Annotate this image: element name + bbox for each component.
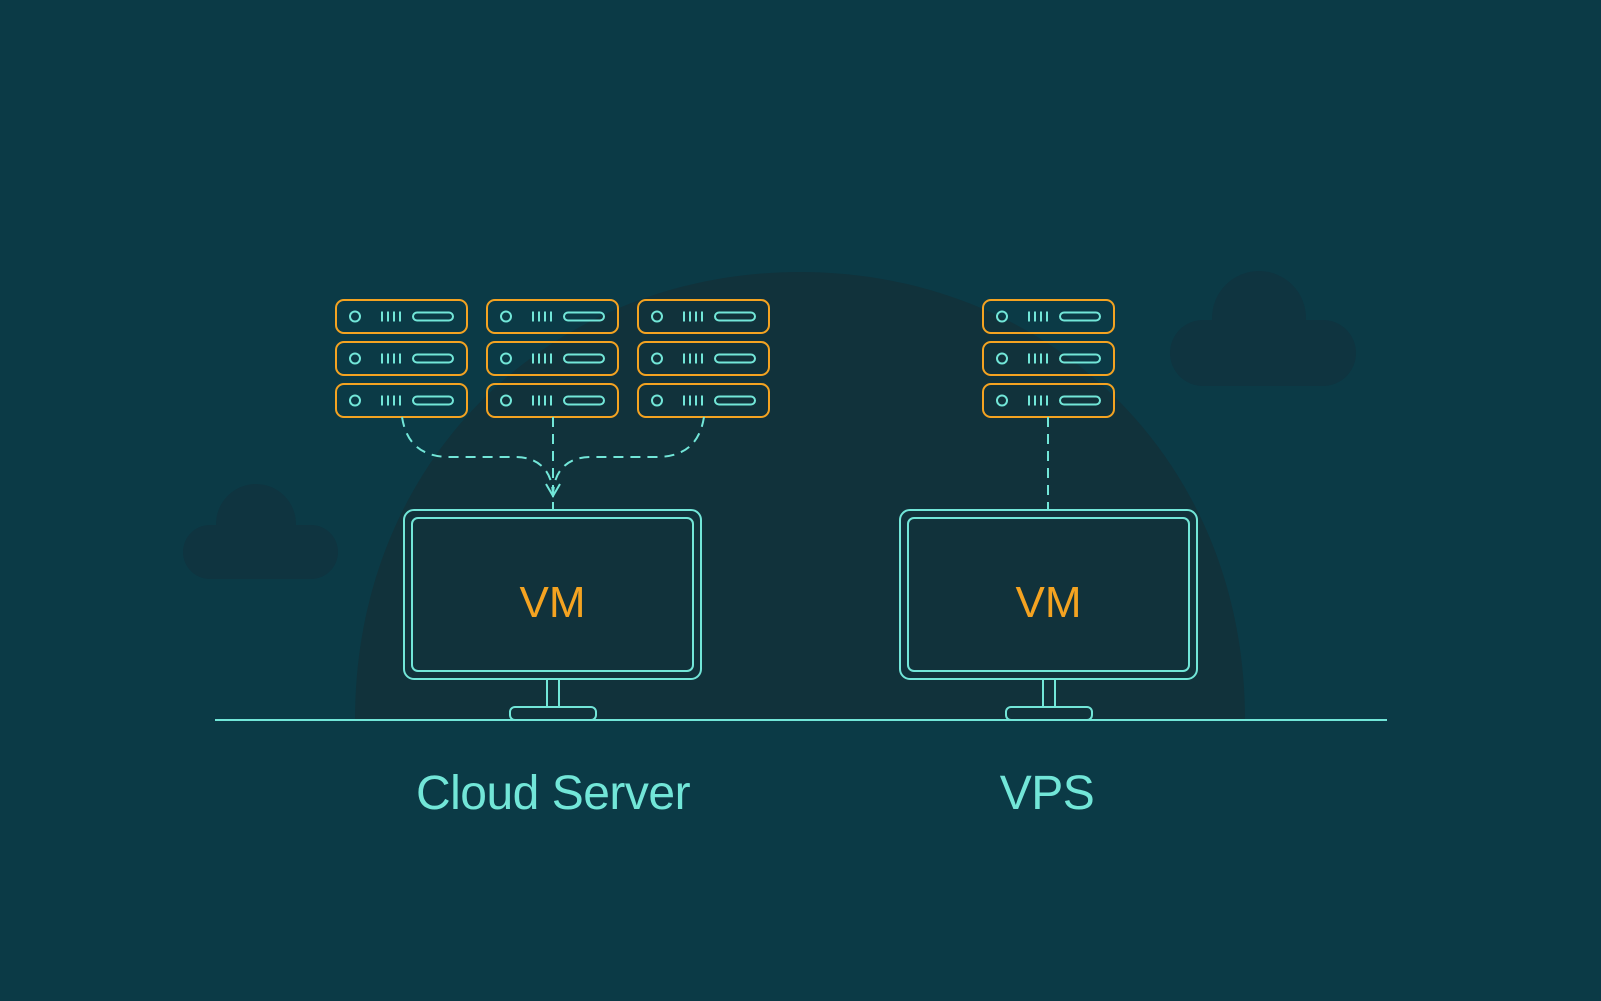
server-unit <box>982 299 1115 334</box>
cloud-icon <box>1170 271 1356 386</box>
server-unit <box>982 341 1115 376</box>
server-unit <box>637 299 770 334</box>
server-rack-icon <box>486 299 619 418</box>
connector-right <box>552 416 705 498</box>
server-rack-icon <box>982 299 1115 418</box>
server-unit <box>486 341 619 376</box>
monitor-icon: VM <box>403 509 702 721</box>
server-rack-icon <box>335 299 468 418</box>
monitor-label: VM <box>1016 578 1082 627</box>
arrowhead-icon <box>545 483 561 498</box>
server-unit <box>335 341 468 376</box>
monitor-icon: VM <box>899 509 1198 721</box>
monitor-label: VM <box>520 578 586 627</box>
server-unit <box>335 383 468 418</box>
connector-left <box>401 416 554 498</box>
server-unit <box>486 299 619 334</box>
server-unit <box>637 341 770 376</box>
cloud-icon <box>183 484 338 579</box>
cloud-server-caption: Cloud Server <box>415 767 691 820</box>
server-unit <box>335 299 468 334</box>
vps-caption: VPS <box>999 767 1095 820</box>
